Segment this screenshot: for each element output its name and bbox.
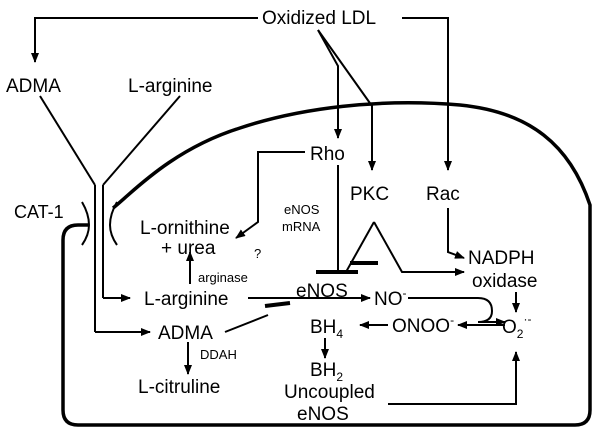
cell-membrane	[61, 101, 592, 427]
no-to-superoxide-curve	[408, 297, 506, 326]
bh2-subscript: 2	[336, 370, 343, 384]
adma-influx-line	[39, 95, 96, 186]
bh4-label: BH4	[310, 317, 343, 341]
rho-to-arginase-arrow	[235, 151, 305, 239]
urea-label: + urea	[161, 238, 216, 259]
bh2-label: BH2	[310, 360, 343, 384]
l-citrulline-label: L-citruline	[138, 377, 220, 398]
adma-outer-label: ADMA	[6, 76, 61, 97]
uncoupled-to-superoxide-arrow	[388, 351, 520, 405]
cat1-transporter	[81, 185, 118, 332]
bh4-text: BH	[310, 317, 336, 338]
arginine-influx-line	[102, 95, 181, 186]
bh4-subscript: 4	[336, 327, 343, 341]
uncoupled-label-2: eNOS	[297, 404, 349, 425]
no-text: NO	[374, 289, 403, 310]
bh2-text: BH	[310, 360, 336, 381]
adma-inhibition-bar	[264, 301, 291, 308]
rho-label: Rho	[310, 144, 345, 165]
rac-to-nadph-arrow	[447, 208, 465, 259]
rac-label: Rac	[426, 184, 460, 205]
enos-label: eNOS	[296, 281, 348, 302]
pkc-label: PKC	[350, 184, 389, 205]
pkc-to-nadph-arrow	[373, 221, 465, 276]
o2-subscript: 2	[517, 327, 524, 341]
oxldl-arrows	[31, 17, 452, 171]
o-text: O	[502, 317, 517, 338]
onoo-text: ONOO	[392, 316, 450, 337]
question-mark: ?	[254, 246, 261, 261]
no-superscript: -	[403, 286, 407, 300]
onoo-label: ONOO-	[392, 313, 454, 337]
adma-inhibition-line	[224, 314, 269, 333]
l-arginine-outer-label: L-arginine	[128, 76, 213, 97]
cat1-label: CAT-1	[14, 202, 64, 222]
ddah-label: DDAH	[200, 347, 237, 362]
superoxide-label: O2·-	[502, 312, 531, 341]
l-arginine-inner-label: L-arginine	[144, 289, 229, 310]
arginase-label: arginase	[198, 270, 248, 285]
onoo-superscript: -	[450, 313, 454, 327]
nadph-label-2: oxidase	[472, 271, 538, 292]
enos-mrna-label-1: eNOS	[284, 202, 320, 217]
nadph-label-1: NADPH	[468, 248, 535, 269]
o2-superscript: ·-	[523, 312, 531, 326]
uncoupled-label-1: Uncoupled	[284, 382, 375, 403]
adma-inner-label: ADMA	[158, 323, 213, 344]
oxidized-ldl-label: Oxidized LDL	[262, 8, 376, 29]
no-label: NO-	[374, 286, 407, 310]
l-ornithine-label: L-ornithine	[140, 218, 230, 239]
enos-mrna-label-2: mRNA	[282, 219, 321, 234]
